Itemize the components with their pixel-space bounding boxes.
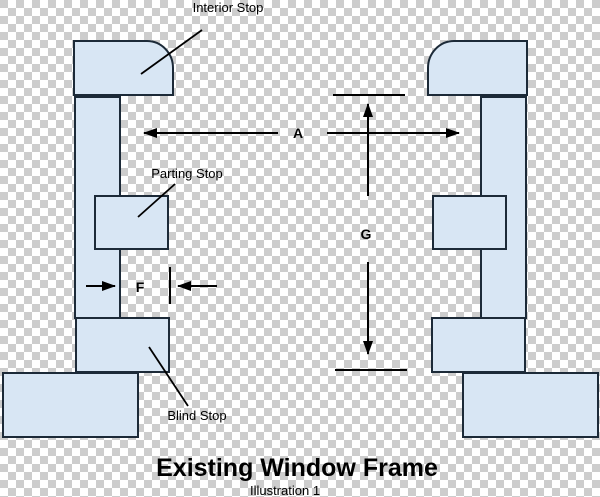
interior-stop-label: Interior Stop — [193, 0, 264, 15]
blind-stop-right-shape — [431, 317, 526, 373]
blind-stop-label: Blind Stop — [167, 408, 226, 423]
interior-stop-right-shape — [427, 40, 528, 96]
blind-stop-left-shape — [75, 317, 170, 373]
parting-stop-leader-line — [137, 183, 176, 218]
dim-a-label: A — [293, 125, 303, 141]
dim-g-label: G — [361, 226, 372, 242]
diagram-title: Existing Window Frame — [156, 454, 438, 482]
diagram-subtitle: Illustration 1 — [250, 483, 320, 497]
interior-stop-left-shape — [73, 40, 174, 96]
dim-f-label: F — [136, 279, 145, 295]
parting-stop-left-shape — [94, 195, 169, 250]
sill-right-shape — [462, 372, 599, 438]
sill-left-shape — [2, 372, 139, 438]
blind-stop-leader-line — [148, 346, 189, 407]
parting-stop-label: Parting Stop — [151, 166, 223, 181]
interior-stop-leader-line — [140, 29, 203, 75]
parting-stop-right-shape — [432, 195, 507, 250]
